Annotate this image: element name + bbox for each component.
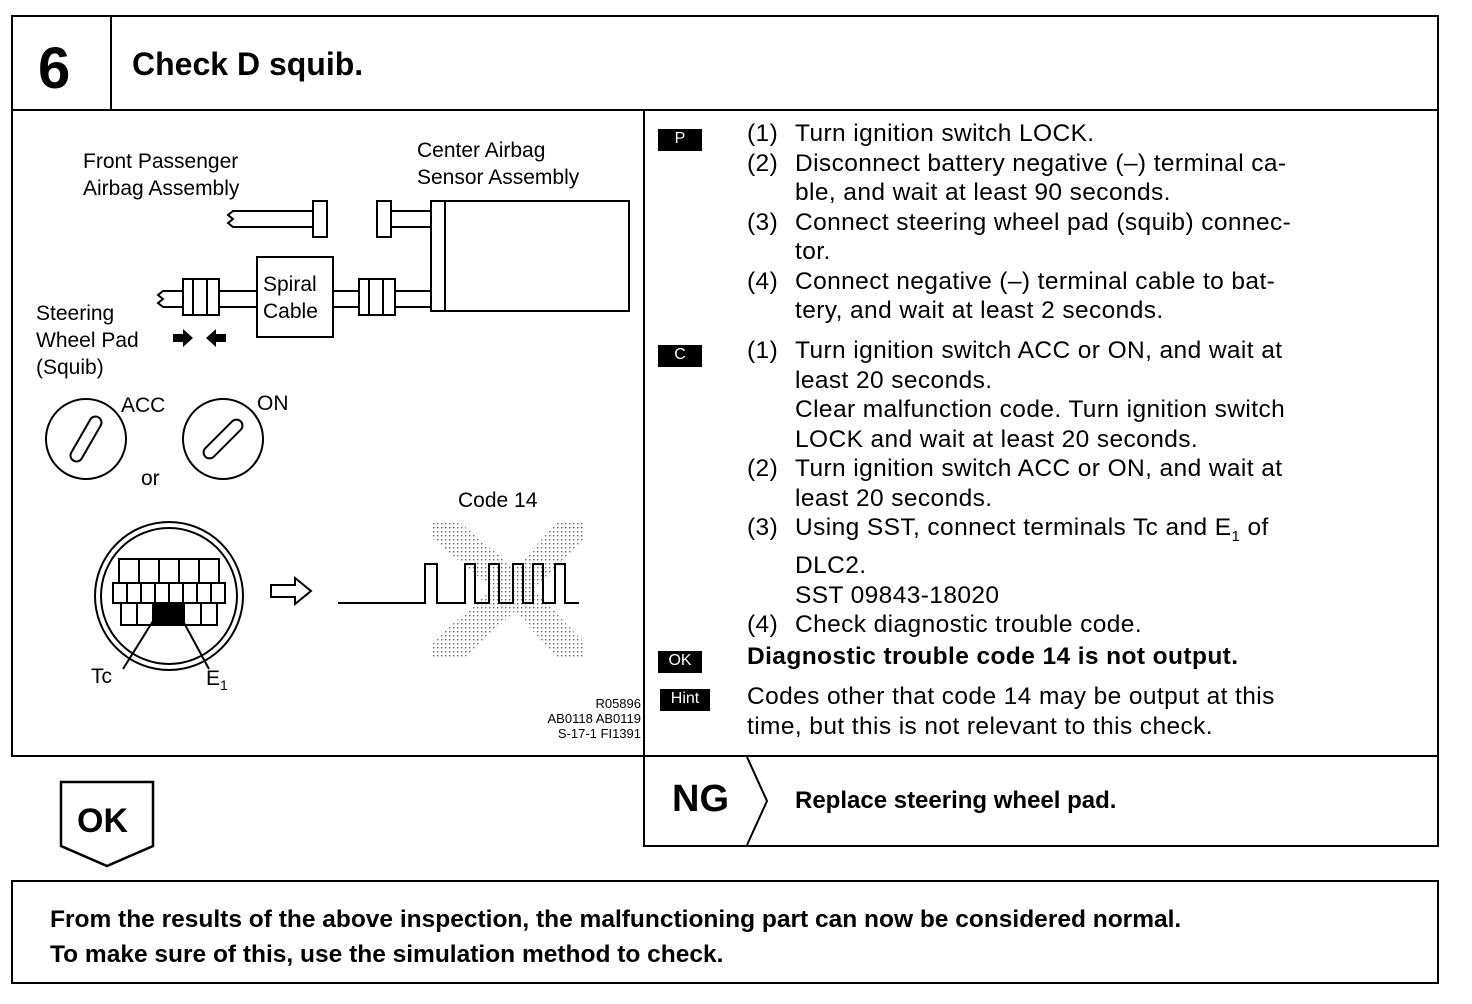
code-14-waveform: [338, 563, 579, 604]
c-step-1-cont-3: LOCK and wait at least 20 seconds.: [795, 425, 1199, 453]
label-acc: ACC: [121, 394, 166, 417]
panel-divider: [643, 111, 645, 847]
spiral-connector: [358, 278, 396, 316]
dlc2-connector-icon: [94, 521, 244, 671]
arrow-left-icon: [206, 329, 226, 347]
footer-text: From the results of the above inspection…: [50, 902, 1181, 972]
jumper-wire: [153, 604, 185, 624]
center-sensor-connector: [376, 200, 392, 238]
label-spiral-cable: Spiral Cable: [263, 273, 318, 323]
p-step-1: (1)Turn ignition switch LOCK.: [747, 120, 1095, 147]
steering-pad-plug: [156, 290, 184, 308]
footer-line-2: To make sure of this, use the simulation…: [50, 941, 724, 968]
reference-codes: R05896 AB0118 AB0119 S-17-1 FI1391: [547, 696, 642, 741]
hint-text: Codes other that code 14 may be output a…: [747, 682, 1275, 741]
c-steps: (1)Turn ignition switch ACC or ON, and w…: [747, 336, 1285, 640]
label-or: or: [141, 467, 160, 490]
ok-label: OK: [77, 802, 128, 840]
label-code-14: Code 14: [458, 489, 538, 512]
ng-box: [643, 755, 1439, 847]
badge-ok: OK: [658, 651, 702, 673]
p-step-2-cont: ble, and wait at least 90 seconds.: [795, 179, 1171, 206]
c-step-4: (4)Check diagnostic trouble code.: [747, 611, 1143, 639]
footer-line-1: From the results of the above inspection…: [50, 906, 1182, 933]
diagram: Front Passenger Airbag Assembly Center A…: [13, 111, 643, 755]
p-step-3: (3)Connect steering wheel pad (squib) co…: [747, 208, 1292, 236]
main-panel: [11, 109, 1439, 757]
step-number-divider: [110, 15, 112, 111]
hint-line-2: time, but this is not relevant to this c…: [747, 712, 1214, 740]
label-tc: Tc: [91, 665, 112, 688]
c-step-2-cont: least 20 seconds.: [795, 484, 993, 512]
p-step-3-cont: tor.: [795, 238, 831, 265]
arrow-right-icon: [173, 329, 193, 347]
label-front-passenger-airbag: Front Passenger Airbag Assembly: [83, 150, 240, 200]
ng-action: Replace steering wheel pad.: [795, 787, 1117, 814]
step-number: 6: [38, 36, 71, 101]
pad-connector: [182, 278, 220, 316]
step-title: Check D squib.: [132, 46, 364, 82]
p-step-4-cont: tery, and wait at least 2 seconds.: [795, 297, 1164, 324]
label-e1: E1: [206, 667, 228, 694]
spiral-cable-box: [256, 256, 334, 338]
c-step-3: (3)Using SST, connect terminals Tc and E…: [747, 514, 1269, 545]
ng-label: NG: [672, 778, 729, 820]
c-step-1: (1)Turn ignition switch ACC or ON, and w…: [747, 337, 1283, 364]
c-step-3-cont-2: SST 09843-18020: [795, 581, 1000, 609]
footer-box: [11, 880, 1439, 984]
hollow-arrow-icon: [270, 575, 313, 607]
c-step-1-cont-1: least 20 seconds.: [795, 366, 993, 394]
passenger-airbag-plug: [226, 210, 314, 228]
dotted-x-background: [433, 521, 583, 659]
c-step-1-cont-2: Clear malfunction code. Turn ignition sw…: [795, 396, 1286, 423]
acc-switch-icon: [45, 398, 127, 480]
c-step-2: (2)Turn ignition switch ACC or ON, and w…: [747, 455, 1283, 482]
p-steps: (1)Turn ignition switch LOCK. (2)Disconn…: [747, 119, 1291, 326]
badge-p: P: [658, 129, 702, 151]
label-steering-wheel-pad: Steering Wheel Pad (Squib): [36, 302, 139, 379]
hint-line-1: Codes other that code 14 may be output a…: [747, 683, 1275, 710]
ok-result-text: Diagnostic trouble code 14 is not output…: [747, 643, 1239, 670]
ng-chevron: [746, 756, 769, 846]
passenger-airbag-connector: [312, 200, 328, 238]
step-header: [11, 15, 1439, 111]
label-center-airbag-sensor: Center Airbag Sensor Assembly: [417, 139, 580, 189]
center-sensor-box: [430, 200, 630, 312]
wiring-diagram: [45, 200, 630, 671]
p-step-2: (2)Disconnect battery negative (–) termi…: [747, 149, 1287, 177]
label-on: ON: [257, 392, 289, 415]
on-switch-icon: [182, 398, 264, 480]
badge-hint: Hint: [660, 689, 710, 711]
ok-marker: [59, 780, 155, 868]
p-step-4: (4)Connect negative (–) terminal cable t…: [747, 267, 1276, 295]
badge-c: C: [658, 345, 702, 367]
c-step-3-cont-1: DLC2.: [795, 552, 867, 580]
